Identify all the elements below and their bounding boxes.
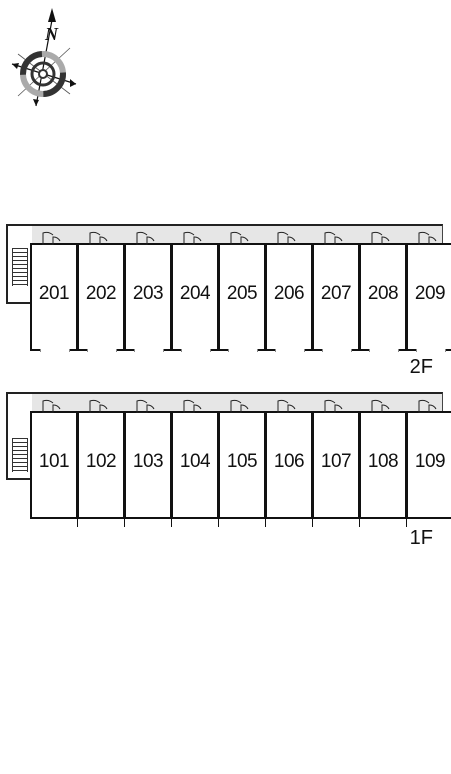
floor-label: 2F	[409, 356, 433, 378]
unit-number: 201	[38, 283, 70, 304]
door-icon	[418, 231, 437, 245]
unit-number: 209	[414, 283, 446, 304]
unit-number: 204	[179, 283, 211, 304]
divider	[406, 517, 407, 527]
door-icon	[418, 399, 437, 413]
door-icon	[324, 231, 343, 245]
unit-number: 207	[320, 283, 352, 304]
unit-number: 106	[273, 451, 305, 472]
door-icon	[136, 231, 155, 245]
corridor	[6, 392, 443, 413]
balcony	[134, 349, 164, 352]
unit-207[interactable]: 207	[313, 231, 360, 352]
door-icon	[277, 399, 296, 413]
unit-number: 208	[367, 283, 399, 304]
compass-rose-icon: N	[8, 6, 80, 108]
unit-107[interactable]: 107	[313, 399, 360, 527]
unit-102[interactable]: 102	[78, 399, 125, 527]
door-icon	[371, 231, 390, 245]
divider	[124, 517, 125, 527]
door-icon	[42, 399, 61, 413]
balcony	[228, 349, 258, 352]
unit-106[interactable]: 106	[266, 399, 313, 527]
balcony	[369, 349, 399, 352]
unit-204[interactable]: 204	[172, 231, 219, 352]
divider	[359, 517, 360, 527]
floor-2f-plan: 201 202 203 204 205 206 207 208 209 2F	[6, 222, 451, 378]
corridor	[6, 224, 443, 245]
unit-108[interactable]: 108	[360, 399, 407, 527]
divider	[312, 517, 313, 527]
door-icon	[230, 231, 249, 245]
unit-202[interactable]: 202	[78, 231, 125, 352]
door-icon	[89, 399, 108, 413]
unit-row: 101 102 103 104 105 106 107 108 109	[30, 399, 451, 527]
unit-number: 104	[179, 451, 211, 472]
unit-104[interactable]: 104	[172, 399, 219, 527]
door-icon	[183, 399, 202, 413]
unit-number: 105	[226, 451, 258, 472]
balcony	[275, 349, 305, 352]
door-icon	[230, 399, 249, 413]
balcony	[416, 349, 446, 352]
divider	[218, 517, 219, 527]
unit-208[interactable]: 208	[360, 231, 407, 352]
stair-steps	[12, 248, 28, 286]
balcony	[40, 349, 70, 352]
balcony	[87, 349, 117, 352]
unit-201[interactable]: 201	[30, 231, 78, 352]
unit-203[interactable]: 203	[125, 231, 172, 352]
unit-105[interactable]: 105	[219, 399, 266, 527]
divider	[265, 517, 266, 527]
stair-steps	[12, 438, 28, 472]
unit-number: 205	[226, 283, 258, 304]
door-icon	[277, 231, 296, 245]
unit-row: 201 202 203 204 205 206 207 208 209	[30, 231, 451, 352]
floor-1f-plan: 101 102 103 104 105 106 107 108 109 1F	[6, 390, 451, 549]
staircase	[6, 392, 32, 480]
unit-209[interactable]: 209	[407, 231, 451, 352]
unit-number: 202	[85, 283, 117, 304]
floor-label: 1F	[409, 527, 433, 549]
unit-109[interactable]: 109	[407, 399, 451, 519]
balcony	[322, 349, 352, 352]
unit-number: 203	[132, 283, 164, 304]
door-icon	[371, 399, 390, 413]
divider	[77, 517, 78, 527]
divider	[171, 517, 172, 527]
door-icon	[183, 231, 202, 245]
staircase	[6, 224, 32, 304]
door-icon	[89, 231, 108, 245]
unit-number: 101	[38, 451, 70, 472]
unit-number: 109	[414, 451, 446, 472]
north-label: N	[44, 24, 59, 44]
balcony	[181, 349, 211, 352]
unit-101[interactable]: 101	[30, 399, 78, 527]
unit-205[interactable]: 205	[219, 231, 266, 352]
door-icon	[324, 399, 343, 413]
unit-number: 107	[320, 451, 352, 472]
unit-number: 103	[132, 451, 164, 472]
unit-103[interactable]: 103	[125, 399, 172, 527]
door-icon	[136, 399, 155, 413]
unit-number: 206	[273, 283, 305, 304]
unit-number: 102	[85, 451, 117, 472]
unit-number: 108	[367, 451, 399, 472]
unit-206[interactable]: 206	[266, 231, 313, 352]
door-icon	[42, 231, 61, 245]
